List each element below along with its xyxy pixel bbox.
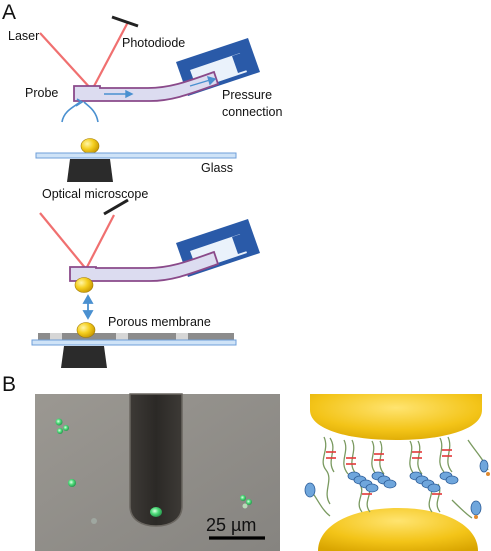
binding-proteins	[304, 459, 489, 516]
particle	[80, 138, 100, 154]
bottom-particle	[318, 508, 478, 551]
particle-attached	[74, 277, 94, 293]
micrograph-cantilever	[129, 393, 183, 527]
label-porous-membrane: Porous membrane	[108, 315, 211, 329]
label-photodiode: Photodiode	[122, 36, 185, 50]
micrograph: 25 µm	[35, 393, 280, 551]
laser-beam-incident-2	[39, 212, 87, 270]
label-optical-microscope: Optical microscope	[42, 187, 148, 201]
markers	[474, 472, 490, 519]
glass-slide	[35, 152, 237, 159]
laser-beam-reflected	[91, 21, 129, 91]
label-connection: connection	[222, 105, 283, 119]
microscope-objective-icon	[67, 159, 113, 182]
laser-beam-reflected-2	[85, 214, 115, 270]
panel-b-letter: B	[2, 373, 16, 396]
panel-a-letter: A	[2, 1, 16, 24]
flow-arrows	[104, 75, 217, 99]
scale-bar-label: 25 µm	[206, 515, 256, 535]
top-particle	[310, 394, 482, 440]
adhesion-schematic	[304, 394, 490, 551]
label-laser: Laser	[8, 29, 39, 43]
glass-slide-2	[31, 339, 237, 346]
porous-membrane	[38, 333, 234, 340]
label-pressure: Pressure	[222, 88, 272, 102]
top-setup: Laser Photodiode Probe Pressure connecti…	[8, 15, 283, 201]
label-glass: Glass	[201, 161, 233, 175]
photodiode-icon	[111, 15, 139, 28]
fluorescent-beads	[55, 418, 252, 524]
microscope-objective-icon-2	[61, 346, 107, 368]
laser-beam-incident	[39, 32, 93, 91]
approach-arrow-icon	[82, 294, 94, 320]
bottom-setup: Porous membrane	[31, 198, 260, 368]
label-probe: Probe	[25, 86, 58, 100]
probe-cantilever-2	[69, 250, 220, 282]
suction-arrows	[61, 98, 99, 123]
crosslinks	[326, 449, 452, 495]
photodiode-icon-2	[103, 198, 129, 216]
polymer-chains	[311, 436, 489, 519]
membrane-pores	[50, 333, 188, 340]
particle-on-membrane	[76, 322, 96, 338]
